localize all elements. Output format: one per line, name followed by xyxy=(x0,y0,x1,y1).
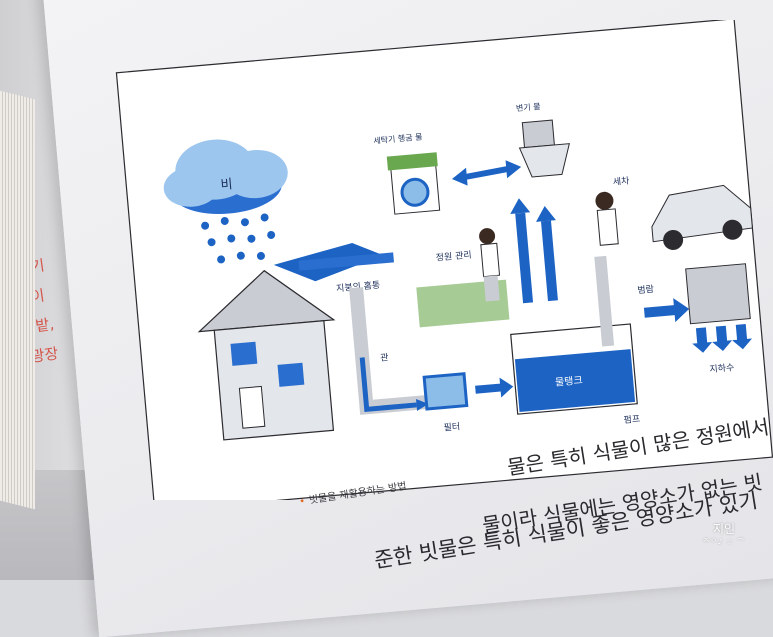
rain-label: 비 xyxy=(220,177,233,193)
person-washing-icon xyxy=(595,191,619,246)
downpipe-flow-arrow xyxy=(359,357,417,413)
pump-pipe xyxy=(594,255,615,347)
tank-label: 물탱크 xyxy=(555,374,584,388)
arrow-icon xyxy=(475,377,514,398)
house-icon xyxy=(197,242,395,441)
filter-icon xyxy=(422,372,469,411)
up-arrow-icon xyxy=(541,220,558,302)
car-icon xyxy=(651,184,753,250)
tank-water xyxy=(514,349,636,412)
car-wash-label: 세차 xyxy=(612,175,630,188)
down-arrows-icon xyxy=(692,323,753,353)
pump-label: 펌프 xyxy=(623,413,641,426)
up-arrow-icon xyxy=(515,212,534,304)
toilet-icon xyxy=(518,119,570,178)
pipe-label: 관 xyxy=(380,352,389,364)
raindrops-icon xyxy=(201,213,276,264)
watermark-logo: 지인 ᄌᄋ♪ ☆ ⌒ xyxy=(703,520,745,547)
page-edge-stack xyxy=(0,90,35,510)
watermark-sub: ᄌᄋ♪ ☆ ⌒ xyxy=(703,538,746,546)
filter-label: 필터 xyxy=(443,420,461,433)
groundwater-label: 지하수 xyxy=(709,362,735,375)
overflow-label: 범람 xyxy=(637,283,655,296)
gutter-label: 지붕의 홈통 xyxy=(336,279,381,295)
double-arrow-icon xyxy=(451,160,522,186)
garden-label: 정원 관리 xyxy=(435,250,472,264)
watermark-name: 지인 xyxy=(712,522,736,536)
toilet-label: 변기 물 xyxy=(516,101,541,113)
washing-machine-label: 세탁기 헹굼 물 xyxy=(373,131,423,145)
gardener-icon xyxy=(479,228,501,302)
caption-bullet: • xyxy=(298,496,307,508)
rainwater-diagram: 비 지붕의 홈통 관 xyxy=(115,20,773,500)
rainwater-figure: 비 지붕의 홈통 관 xyxy=(114,20,773,500)
rain-cloud-icon: 비 xyxy=(163,139,288,215)
overflow-arrow-icon xyxy=(643,298,690,323)
soakaway-block xyxy=(685,263,751,325)
washing-machine-icon xyxy=(386,152,441,215)
